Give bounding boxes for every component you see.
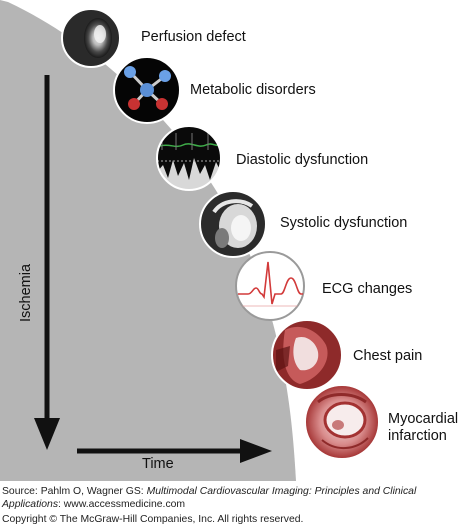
- ecg-trace-icon: [235, 251, 305, 321]
- stage-label-ecg: ECG changes: [322, 281, 413, 297]
- molecule-icon: [113, 56, 181, 124]
- time-arrow: [77, 439, 272, 463]
- source-suffix: : www.accessmedicine.com: [58, 499, 186, 510]
- axis-label-ischemia: Ischemia: [18, 263, 34, 322]
- axis-label-time: Time: [142, 456, 174, 472]
- source-prefix: Source: Pahlm O, Wagner GS:: [2, 486, 147, 497]
- doppler-waveform-icon: [156, 125, 222, 191]
- stage-label-chest-pain: Chest pain: [353, 348, 423, 364]
- source-title: Multimodal Cardiovascular Imaging: Princ…: [2, 486, 417, 510]
- ischemia-arrow: [34, 75, 60, 450]
- stage-label-systolic: Systolic dysfunction: [280, 215, 408, 231]
- stage-label-diastolic: Diastolic dysfunction: [236, 152, 369, 168]
- stage-label-metabolic: Metabolic disorders: [190, 82, 316, 98]
- heart-mri-icon: [199, 190, 267, 258]
- stage-label-perfusion: Perfusion defect: [141, 29, 246, 45]
- infarct-section-icon: [304, 384, 380, 460]
- ischemia-curve-area: [0, 0, 296, 481]
- stage-label-myocardial-infarction: Myocardial infarction: [388, 411, 459, 444]
- perfusion-scan-icon: [61, 8, 121, 68]
- ischemic-cascade-diagram: [0, 0, 380, 481]
- chest-pain-image-icon: [271, 319, 343, 391]
- source-citation: Source: Pahlm O, Wagner GS: Multimodal C…: [2, 485, 459, 511]
- copyright-notice: Copyright © The McGraw-Hill Companies, I…: [2, 514, 304, 525]
